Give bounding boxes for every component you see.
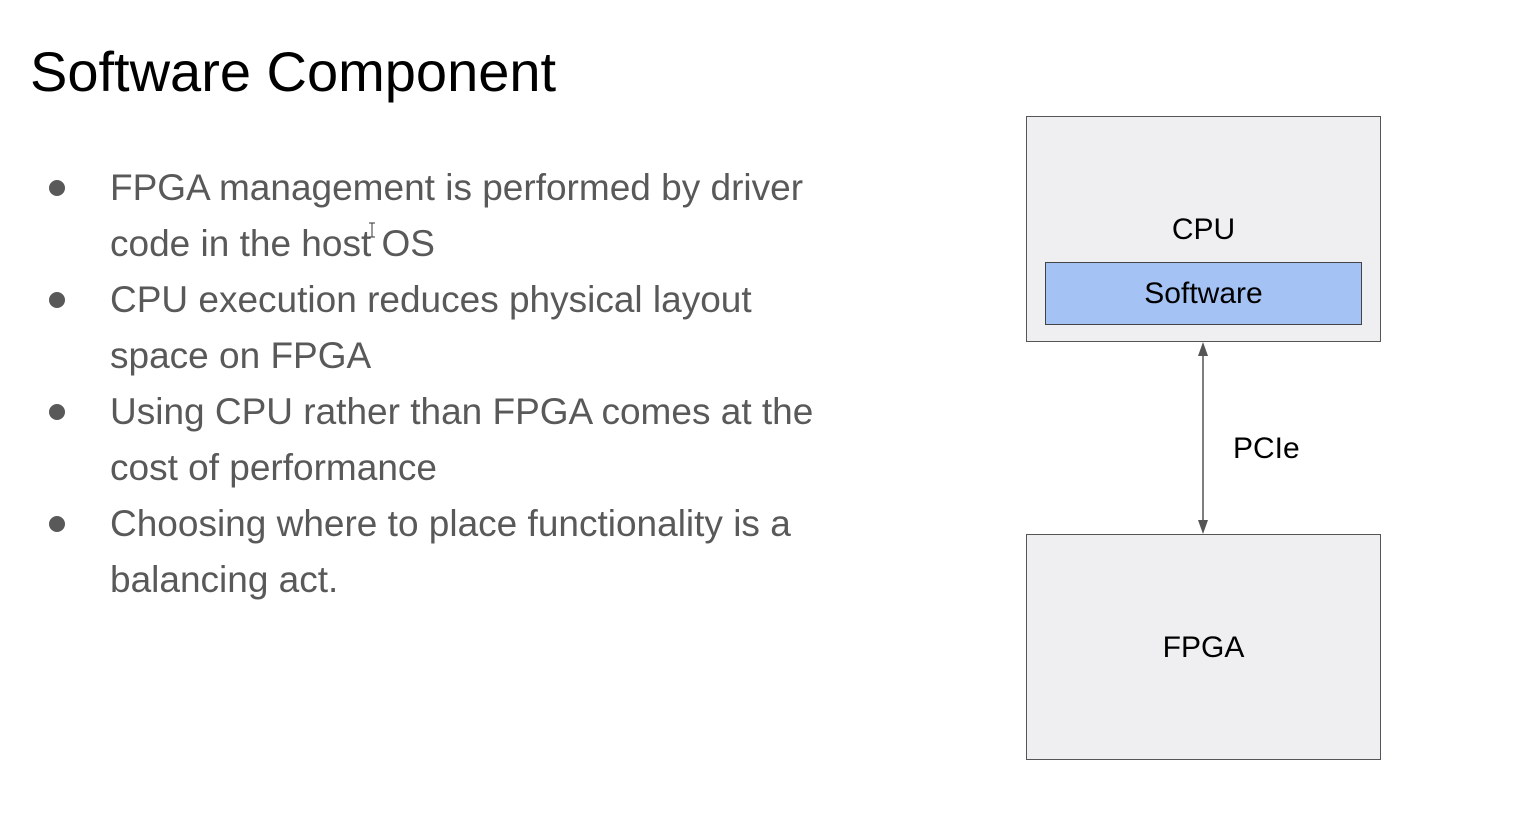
bullet-item: CPU execution reduces physical layout sp… xyxy=(46,272,846,384)
fpga-box: FPGA xyxy=(1026,534,1381,760)
bullet-text: FPGA management is performed by driver c… xyxy=(110,167,804,264)
bullet-list: FPGA management is performed by driver c… xyxy=(46,160,846,608)
pcie-arrow xyxy=(1198,342,1208,534)
cpu-box: CPU Software xyxy=(1026,116,1381,342)
bullet-text: Choosing where to place functionality is… xyxy=(110,503,791,600)
bullet-dot-icon xyxy=(49,516,65,532)
software-label: Software xyxy=(1144,276,1263,310)
arrowhead-up-icon xyxy=(1198,342,1208,356)
bullet-dot-icon xyxy=(49,404,65,420)
bullet-dot-icon xyxy=(49,180,65,196)
text-cursor-icon xyxy=(369,222,375,238)
bullet-text: Using CPU rather than FPGA comes at the … xyxy=(110,391,814,488)
bullet-dot-icon xyxy=(49,292,65,308)
pcie-label: PCIe xyxy=(1233,432,1300,465)
bullet-item: Choosing where to place functionality is… xyxy=(46,496,846,608)
bullet-item: FPGA management is performed by driver c… xyxy=(46,160,846,272)
arrowhead-down-icon xyxy=(1198,520,1208,534)
bullet-text: CPU execution reduces physical layout sp… xyxy=(110,279,752,376)
slide-title: Software Component xyxy=(30,40,557,103)
cpu-label: CPU xyxy=(1171,213,1236,246)
architecture-diagram: CPU Software PCIe FPGA xyxy=(1010,100,1400,780)
bullet-item: Using CPU rather than FPGA comes at the … xyxy=(46,384,846,496)
software-box: Software xyxy=(1045,262,1362,325)
fpga-label: FPGA xyxy=(1162,631,1245,664)
